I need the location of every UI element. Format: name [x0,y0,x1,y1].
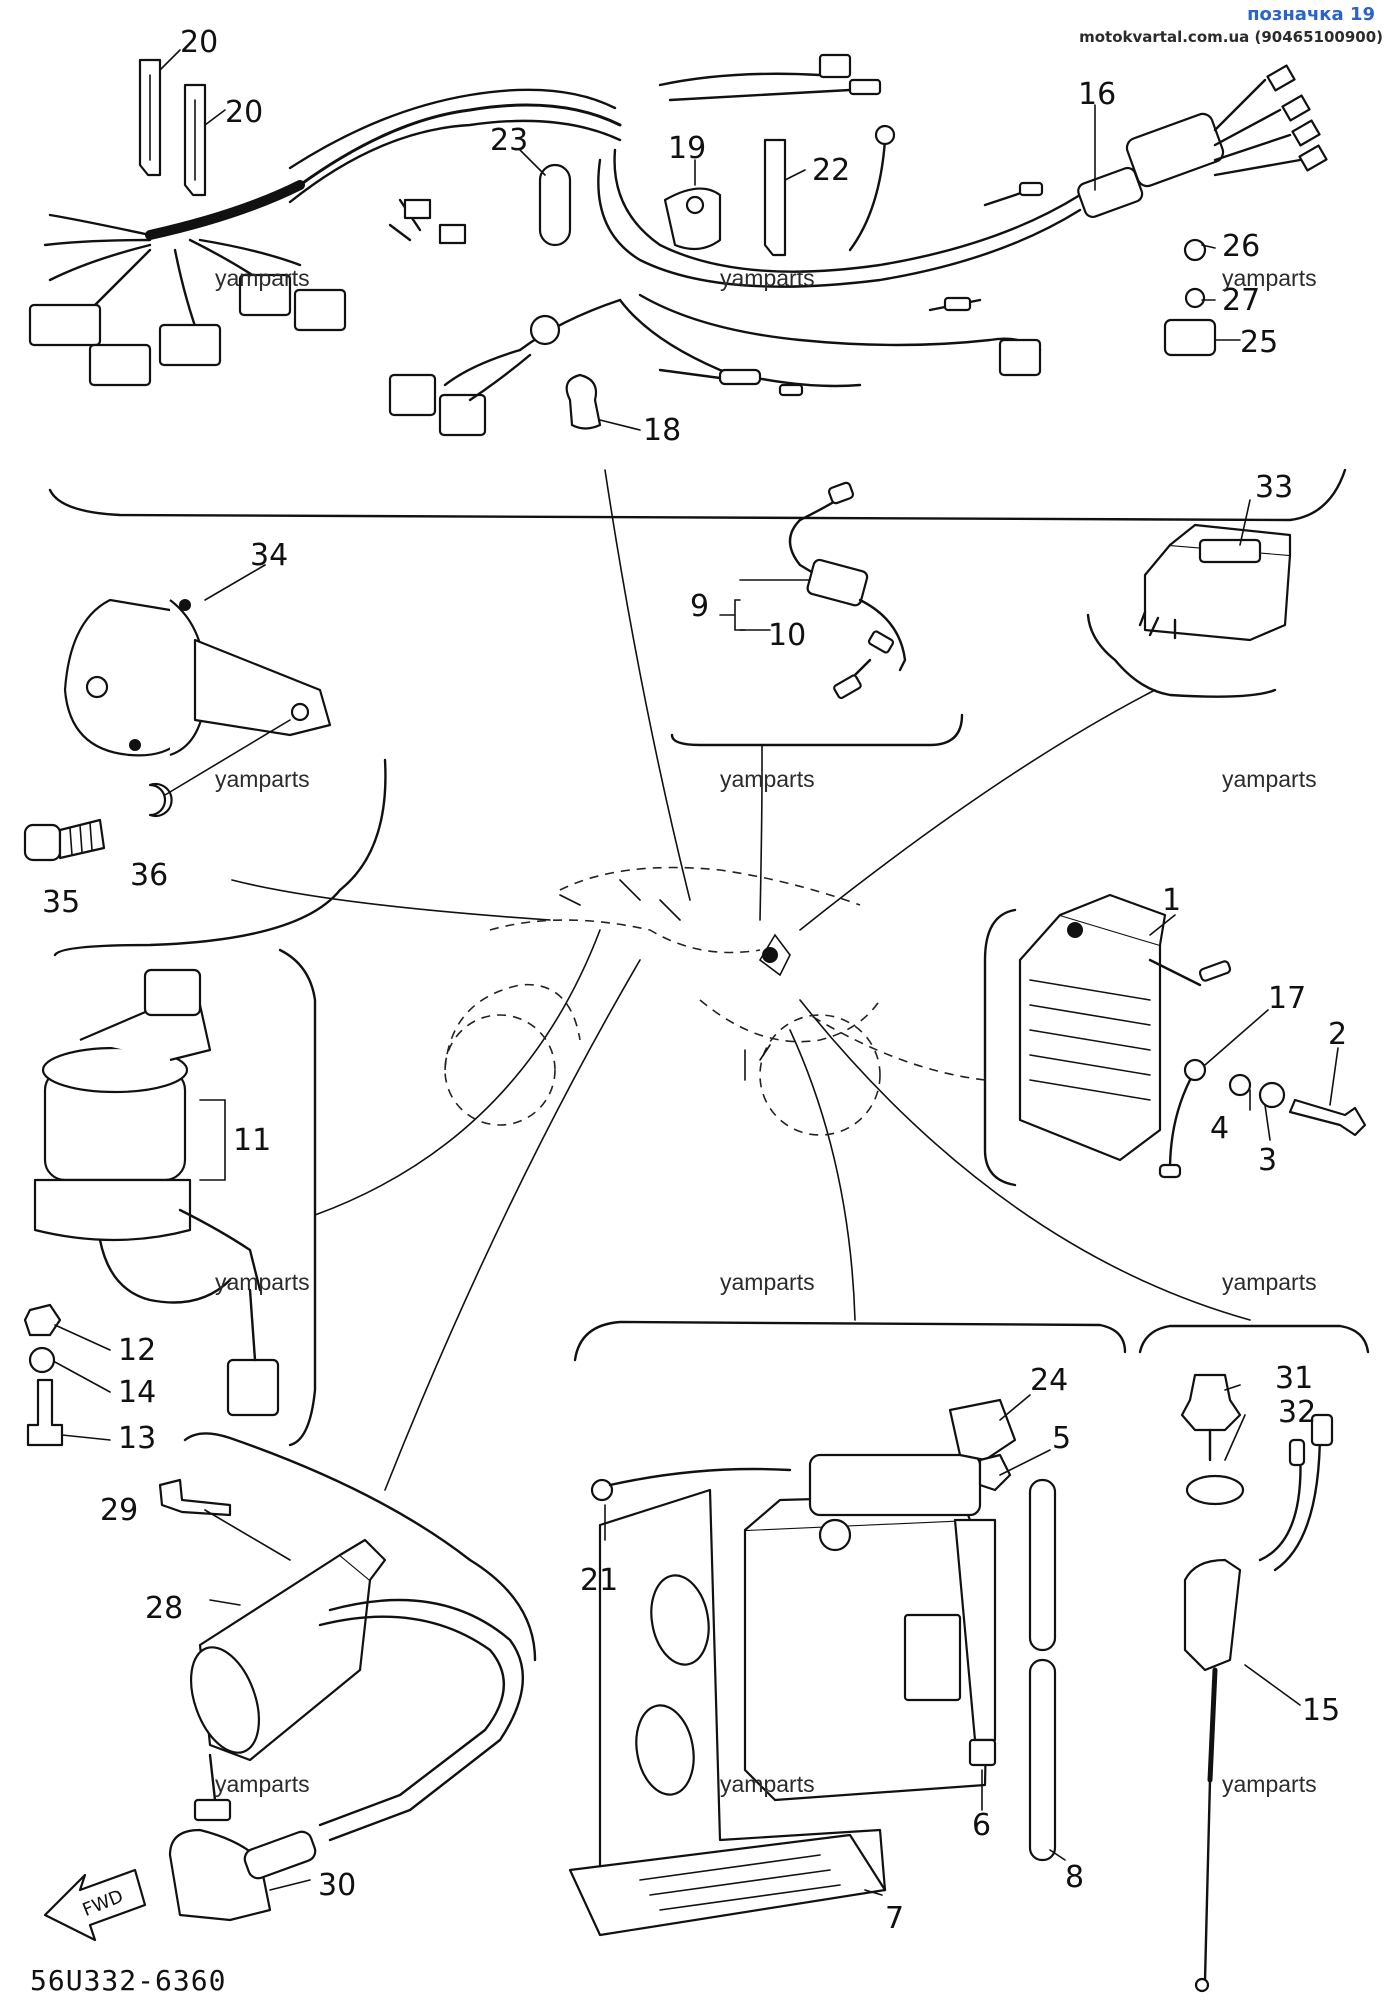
watermark: yamparts [1222,766,1317,792]
label-part-32: 32 [1278,1395,1316,1430]
label-part-26: 26 [1222,229,1260,264]
label-part-11: 11 [233,1123,271,1158]
rectifier-1 [1018,893,1232,1162]
bracket-coil [183,1432,537,1662]
washer-14 [28,1346,56,1374]
label-part-18: 18 [643,413,681,448]
label-part-5: 5 [1052,1421,1071,1456]
nut-12 [23,1303,62,1337]
clamp-19 [663,187,722,251]
header-source: motokvartal.com.ua (90465100900) [1079,28,1383,46]
label-part-20b: 20 [225,95,263,130]
watermark: yamparts [1222,265,1317,291]
bracket-fuse [670,713,964,747]
neutral-switch-31 [1180,1373,1242,1462]
bracket-neutral [1138,1324,1370,1354]
bracket-harness [48,468,1347,522]
label-part-15: 15 [1302,1693,1340,1728]
label-part-19: 19 [668,131,706,166]
diagram-code: 56U332-6360 [30,1964,226,1997]
watermark: yamparts [720,1771,815,1797]
label-part-16: 16 [1078,77,1116,112]
label-part-34: 34 [250,538,288,573]
relay-33 [1138,523,1292,642]
label-part-21: 21 [580,1563,618,1598]
label-part-25: 25 [1240,325,1278,360]
watermark: yamparts [1222,1269,1317,1295]
label-part-22: 22 [812,153,850,188]
gasket-32 [1185,1474,1245,1506]
label-part-33: 33 [1255,470,1293,505]
bracket-rectifier [983,908,1017,1187]
label-part-3: 3 [1258,1143,1277,1178]
label-part-17: 17 [1268,981,1306,1016]
label-part-20a: 20 [180,25,218,60]
bracket-switch [278,948,317,1447]
watermark: yamparts [720,265,815,291]
label-part-23: 23 [490,123,528,158]
label-part-30: 30 [318,1868,356,1903]
neutral-lead-15 [1183,1413,1334,1993]
watermark: yamparts [720,766,815,792]
watermark: yamparts [1222,1771,1317,1797]
label-part-36: 36 [130,858,168,893]
label-part-13: 13 [118,1421,156,1456]
screw-29 [158,1478,232,1517]
bolt-2 [1288,1098,1367,1137]
header-title: позначка 19 [1247,4,1375,25]
watermark: yamparts [215,766,310,792]
battery-lead-21 [590,1467,792,1502]
label-part-7: 7 [885,1901,904,1936]
label-part-31: 31 [1275,1361,1313,1396]
wire-harness-16 [28,53,1328,437]
washer-36 [148,782,173,818]
clamp-20b [183,83,207,197]
ignition-coil-28 [168,1538,525,1922]
label-part-2: 2 [1328,1017,1347,1052]
label-part-28: 28 [145,1591,183,1626]
main-switch-11 [33,968,280,1417]
watermark: yamparts [215,1269,310,1295]
bracket-relay33 [1086,613,1277,698]
label-part-4: 4 [1210,1111,1229,1146]
battery-24 [743,1398,1017,1802]
bolt-5 [978,1453,1012,1492]
bracket-horn [53,758,387,957]
motorcycle-silhouette [444,866,881,1136]
label-part-10: 10 [768,618,806,653]
clamp-20a [138,58,162,177]
clamp-18 [565,373,602,430]
label-part-6: 6 [972,1808,991,1843]
tube-23 [538,163,572,247]
bolt-13 [26,1378,64,1447]
label-part-1: 1 [1162,883,1181,918]
label-part-8: 8 [1065,1860,1084,1895]
ground-lead-17 [1158,1058,1207,1179]
label-part-24: 24 [1030,1363,1068,1398]
washer-4 [1228,1073,1252,1097]
label-part-12: 12 [118,1333,156,1368]
watermark: yamparts [215,265,310,291]
horn-34 [63,598,332,757]
fuse-holder-9 [788,481,907,700]
watermark: yamparts [720,1269,815,1295]
battery-tray-7 [568,1488,887,1937]
bracket-25 [1163,238,1217,357]
label-part-35: 35 [42,885,80,920]
bolt-35 [23,818,106,862]
washer-3 [1258,1081,1286,1109]
label-part-9: 9 [690,589,709,624]
label-part-27: 27 [1222,283,1260,318]
fwd-arrow [43,1868,147,1942]
label-part-14: 14 [118,1375,156,1410]
bracket-battery [573,1320,1127,1362]
label-part-29: 29 [100,1493,138,1528]
clamp-22 [763,138,787,257]
breather-pipe-8 [1028,1478,1057,1862]
battery-band-6 [953,1518,997,1767]
watermark: yamparts [215,1771,310,1797]
